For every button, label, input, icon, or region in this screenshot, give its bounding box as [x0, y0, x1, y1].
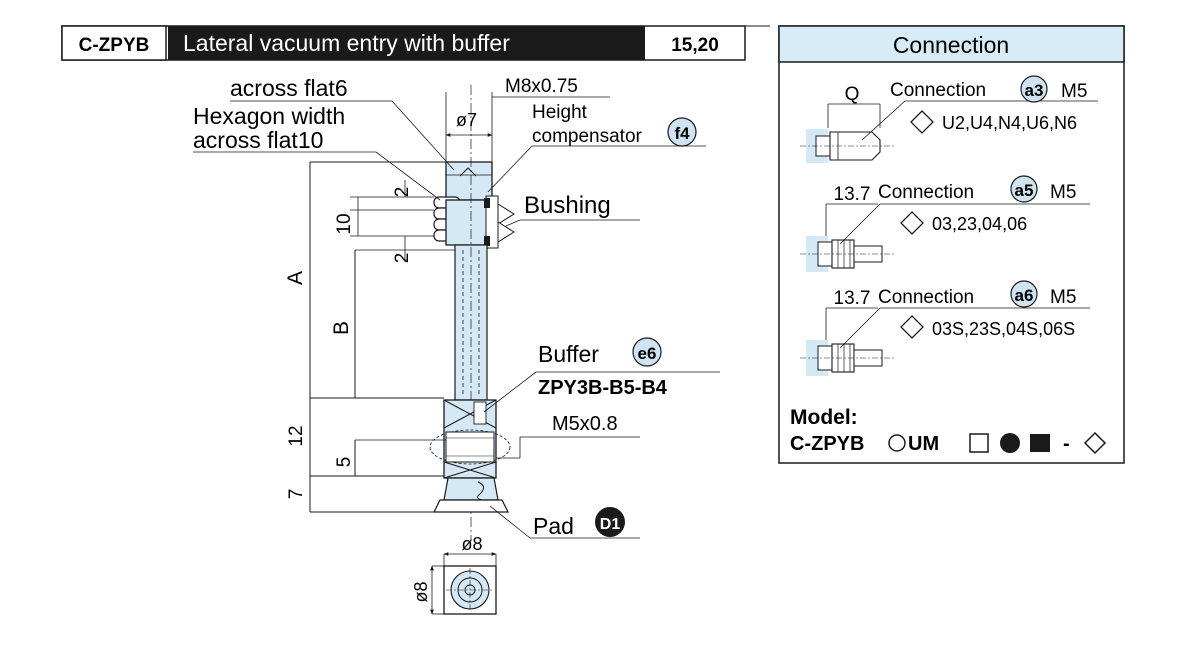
- bushing-nuts: [433, 195, 515, 249]
- svg-text:13.7: 13.7: [834, 184, 871, 205]
- model-um: UM: [908, 433, 939, 455]
- square-filled-icon: [1030, 434, 1050, 452]
- pad-body: [443, 477, 499, 501]
- page-title: Lateral vacuum entry with buffer: [183, 30, 510, 56]
- label-height: Height: [532, 102, 588, 123]
- connection-item-a5: 13.7 Connection a5 M5 03,23,04,06: [800, 175, 1090, 272]
- main-drawing: [429, 85, 515, 540]
- svg-text:13.7: 13.7: [834, 288, 871, 309]
- label-buffer-model: ZPY3B-B5-B4: [538, 377, 668, 399]
- svg-text:Connection: Connection: [878, 287, 974, 308]
- circle-filled-icon: [1000, 433, 1020, 453]
- svg-text:a3: a3: [1025, 81, 1044, 100]
- svg-text:Q: Q: [845, 84, 860, 105]
- header-bar: C-ZPYB Lateral vacuum entry with buffer …: [61, 25, 770, 61]
- label-across-flat-10: across flat10: [193, 127, 323, 153]
- circle-outline-icon: [888, 434, 906, 452]
- svg-text:U2,U4,N4,U6,N6: U2,U4,N4,U6,N6: [942, 113, 1077, 133]
- svg-text:D1: D1: [600, 516, 621, 533]
- badge-e6: e6: [632, 337, 662, 367]
- svg-text:e6: e6: [638, 344, 657, 363]
- svg-text:a5: a5: [1015, 181, 1034, 200]
- connection-item-a6: 13.7 Connection a6 M5 03S,23S,04S,06S: [800, 280, 1090, 376]
- svg-text:Connection: Connection: [890, 80, 986, 101]
- label-compensator: compensator: [532, 126, 643, 147]
- dim-2-bottom: 2: [392, 253, 413, 264]
- dim-12: 12: [286, 425, 307, 446]
- diamond-icon: [900, 211, 924, 235]
- model-code-legend: Model: C-ZPYB UM -: [790, 406, 1107, 455]
- label-pad: Pad: [533, 513, 574, 539]
- svg-text:M5: M5: [1061, 81, 1087, 102]
- dim-2-top: 2: [392, 187, 413, 198]
- label-thread-m5: M5x0.8: [552, 413, 618, 435]
- dim-7: 7: [286, 489, 307, 500]
- pad-lip: [433, 499, 509, 513]
- connection-title: Connection: [893, 32, 1009, 58]
- title-block: [168, 26, 645, 60]
- connection-header: [778, 25, 1125, 63]
- label-hexagon-width: Hexagon width: [193, 103, 345, 129]
- dim-A: A: [284, 271, 307, 285]
- model-prefix: C-ZPYB: [790, 433, 864, 455]
- label-dia-8-side: ø8: [411, 581, 431, 602]
- dim-10: 10: [334, 213, 355, 234]
- label-dia-8-top: ø8: [461, 534, 482, 554]
- connection-item-a3: Q Connection a3 M5 U2,U4,N4,U6,N6: [800, 75, 1098, 163]
- label-buffer: Buffer: [538, 341, 599, 367]
- svg-text:a6: a6: [1015, 286, 1034, 305]
- diamond-icon: [900, 315, 924, 339]
- connection-panel: Connection Q Connection a3 M5 U2,U4,N4,U…: [778, 25, 1125, 464]
- label-dia-7: ø7: [456, 110, 477, 130]
- label-thread-m8: M8x0.75: [505, 76, 578, 97]
- dim-5: 5: [334, 457, 355, 468]
- diamond-icon: [910, 110, 934, 134]
- bottom-view: ø8 ø8: [411, 534, 497, 615]
- svg-text:Connection: Connection: [878, 182, 974, 203]
- diamond-icon: [1083, 431, 1107, 455]
- svg-text:f4: f4: [674, 124, 690, 143]
- svg-text:03,23,04,06: 03,23,04,06: [932, 214, 1027, 234]
- hex-nut: [445, 161, 493, 201]
- badge-d1: D1: [595, 507, 625, 537]
- svg-text:M5: M5: [1050, 287, 1076, 308]
- drawing-labels: across flat6 Hexagon width across flat10…: [193, 75, 697, 539]
- label-across-flat-6: across flat6: [230, 75, 348, 101]
- dim-B: B: [330, 321, 353, 335]
- square-outline-icon: [969, 433, 989, 453]
- dimension-lines: [193, 92, 720, 539]
- svg-text:03S,23S,04S,06S: 03S,23S,04S,06S: [932, 319, 1075, 339]
- label-bushing: Bushing: [524, 192, 611, 219]
- svg-text:M5: M5: [1050, 182, 1076, 203]
- size-range: 15,20: [671, 35, 719, 56]
- badge-f4: f4: [667, 117, 697, 147]
- model-dash: -: [1063, 433, 1070, 455]
- model-label: Model:: [790, 406, 858, 429]
- model-code: C-ZPYB: [79, 35, 150, 56]
